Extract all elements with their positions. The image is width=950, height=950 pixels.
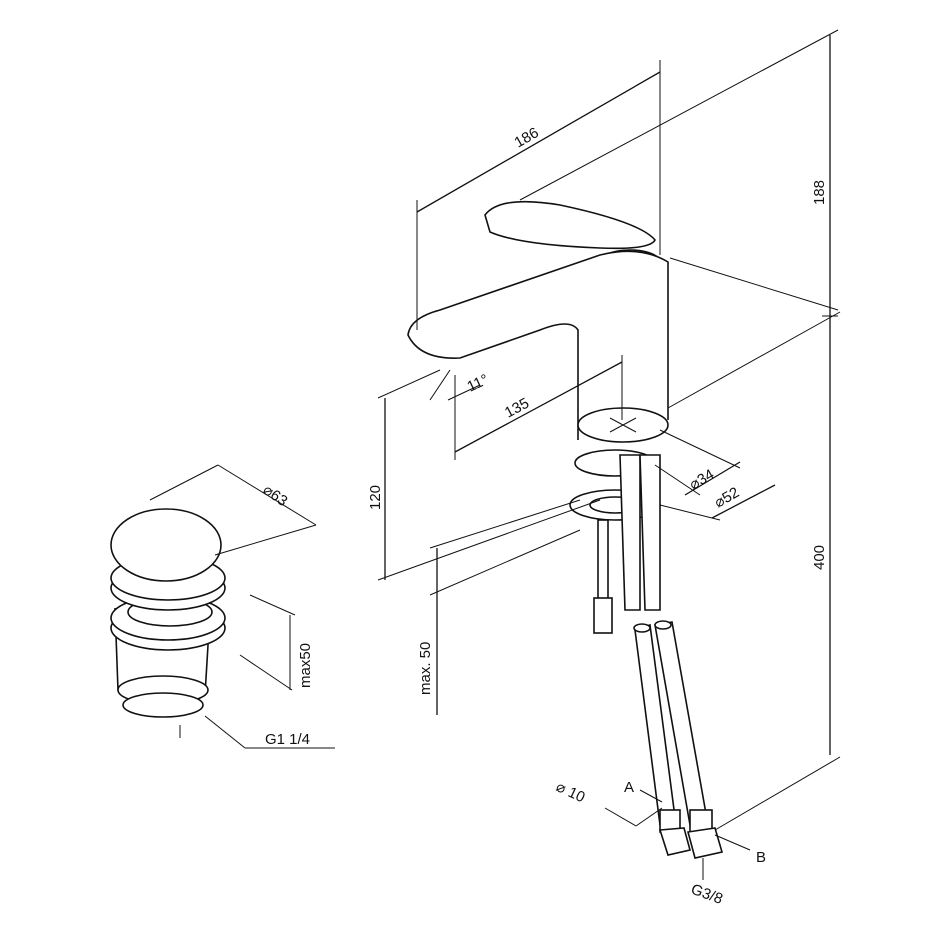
dim-186: 186 — [512, 124, 542, 151]
drain-dimensions: ⌀63 max50 G1 1/4 — [149, 464, 335, 749]
dim-135: 135 — [502, 395, 532, 422]
dim-angle-11: 11° — [465, 371, 492, 396]
dim-diameter-52: ⌀52 — [712, 484, 743, 512]
dim-max-50: max. 50 — [417, 642, 434, 695]
drain-max-label: max50 — [297, 643, 314, 688]
hose-b-label: B — [756, 849, 766, 866]
drain-diameter-label: ⌀63 — [260, 481, 291, 510]
faucet-body — [407, 200, 724, 859]
dim-400: 400 — [811, 545, 828, 570]
dim-188: 188 — [811, 180, 828, 205]
dim-120: 120 — [367, 485, 384, 510]
hose-thread-label: G3/8 — [689, 881, 725, 908]
drain-thread-label: G1 1/4 — [265, 731, 310, 748]
pop-up-drain — [110, 508, 226, 738]
hose-a-label: A — [624, 779, 634, 796]
hose-diameter-label: ⌀ 10 — [553, 778, 587, 806]
